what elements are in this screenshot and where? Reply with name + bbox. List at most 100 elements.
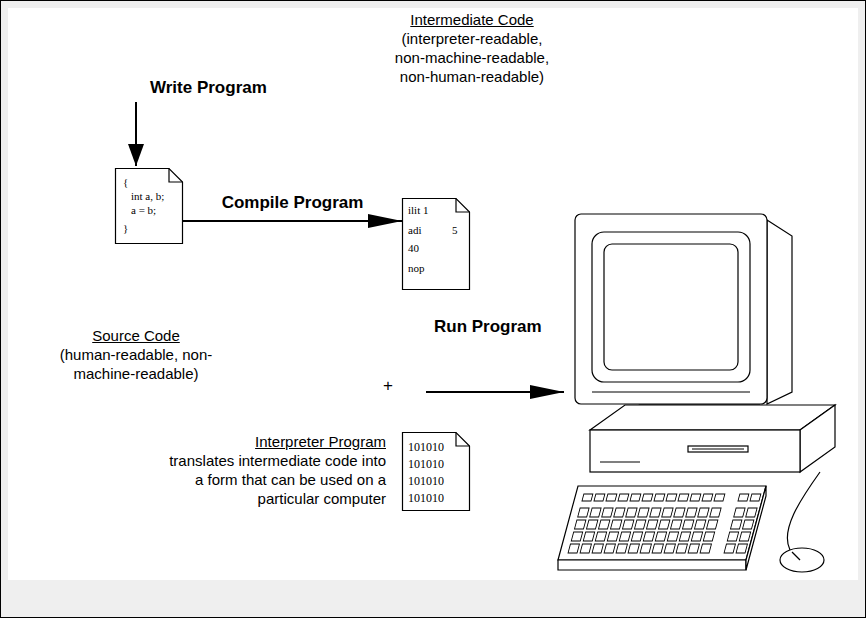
- keyboard-key: [727, 532, 738, 541]
- computer-case: [590, 405, 835, 472]
- document-fold: [169, 169, 183, 183]
- keyboard-key: [674, 508, 685, 517]
- keyboard-key: [604, 544, 615, 553]
- document-title: Intermediate Code: [410, 10, 533, 29]
- step-label: Compile Program: [220, 193, 366, 213]
- keyboard-key: [634, 520, 645, 529]
- keyboard-key: [750, 494, 761, 501]
- document-description: (interpreter-readable, non-machine-reada…: [385, 29, 560, 86]
- keyboard-key: [694, 520, 705, 529]
- code-line: 40: [408, 242, 419, 255]
- step-label: Write Program: [150, 78, 267, 98]
- computer-mouse: [780, 472, 824, 572]
- keyboard-key: [724, 544, 735, 553]
- keyboard-key: [638, 508, 649, 517]
- document-icon: Interpreter Programtranslates intermedia…: [402, 432, 470, 511]
- document-border: [403, 433, 470, 511]
- code-line: }: [123, 222, 128, 235]
- keyboard-key: [670, 520, 681, 529]
- keyboard-key: [679, 532, 690, 541]
- keyboard-key: [703, 532, 714, 541]
- computer-monitor: [575, 214, 792, 404]
- keyboard-key: [666, 494, 677, 501]
- code-line: nop: [408, 262, 425, 275]
- keyboard-key: [734, 508, 745, 517]
- keyboard-key: [574, 520, 585, 529]
- keyboard-key: [568, 544, 579, 553]
- document-description: translates intermediate code into a form…: [162, 451, 386, 508]
- keyboard-key: [619, 532, 630, 541]
- document-fold: [456, 199, 470, 213]
- keyboard-key: [650, 508, 661, 517]
- keyboard-key: [662, 508, 673, 517]
- keyboard-key: [595, 532, 606, 541]
- keyboard-key: [592, 544, 603, 553]
- keyboard-key: [626, 508, 637, 517]
- keyboard-key: [658, 520, 669, 529]
- keyboard-key: [610, 520, 621, 529]
- keyboard-key: [706, 520, 717, 529]
- step-label: Run Program: [434, 317, 542, 337]
- document-border: [403, 199, 470, 290]
- write-arrow: [135, 102, 137, 166]
- run-arrow: [426, 391, 564, 393]
- keyboard-key: [736, 544, 747, 553]
- flow-arrow: [183, 220, 402, 222]
- keyboard-key: [652, 544, 663, 553]
- keyboard-key: [606, 494, 617, 501]
- keyboard-key: [654, 494, 665, 501]
- keyboard-key: [746, 508, 757, 517]
- keyboard-key: [655, 532, 666, 541]
- keyboard-key: [702, 494, 713, 501]
- keyboard-key: [676, 544, 687, 553]
- keyboard-key: [646, 520, 657, 529]
- keyboard-key: [698, 508, 709, 517]
- keyboard-key: [710, 508, 721, 517]
- code-line: {: [123, 176, 128, 189]
- keyboard-key: [598, 520, 609, 529]
- keyboard-key: [628, 544, 639, 553]
- document-icon: Intermediate Code(interpreter-readable, …: [402, 198, 470, 290]
- keyboard-key: [700, 544, 711, 553]
- code-line: adi: [408, 224, 421, 237]
- keyboard-key: [690, 494, 701, 501]
- keyboard-key: [622, 520, 633, 529]
- document-description: (human-readable, non-machine-readable): [54, 345, 219, 383]
- code-line: ilit 1: [408, 204, 428, 217]
- keyboard-key: [691, 532, 702, 541]
- keyboard-key: [618, 494, 629, 501]
- keyboard-key: [667, 532, 678, 541]
- keyboard-key: [586, 520, 597, 529]
- code-line: 101010: [408, 474, 444, 488]
- plus-sign: +: [383, 376, 393, 396]
- keyboard-key: [642, 494, 653, 501]
- keyboard-key: [739, 532, 750, 541]
- keyboard-key: [630, 494, 641, 501]
- keyboard-key: [590, 508, 601, 517]
- code-line: 101010: [408, 491, 444, 505]
- document-border: [116, 169, 183, 244]
- keyboard-key: [580, 544, 591, 553]
- keyboard-key: [664, 544, 675, 553]
- document-fold: [456, 433, 470, 447]
- keyboard-key: [631, 532, 642, 541]
- document-title: Source Code: [92, 326, 180, 345]
- keyboard-key: [640, 544, 651, 553]
- keyboard-key: [730, 520, 741, 529]
- keyboard-key: [602, 508, 613, 517]
- white-panel: [8, 8, 858, 580]
- document-icon: {int a, b;a = b;}Source Code(human-reada…: [115, 168, 183, 244]
- code-line: 5: [452, 224, 458, 237]
- keyboard-key: [583, 532, 594, 541]
- document-title: Interpreter Program: [255, 432, 386, 451]
- keyboard-key: [616, 544, 627, 553]
- keyboard-key: [643, 532, 654, 541]
- keyboard-key: [714, 494, 725, 501]
- keyboard-key: [594, 494, 605, 501]
- keyboard-key: [578, 508, 589, 517]
